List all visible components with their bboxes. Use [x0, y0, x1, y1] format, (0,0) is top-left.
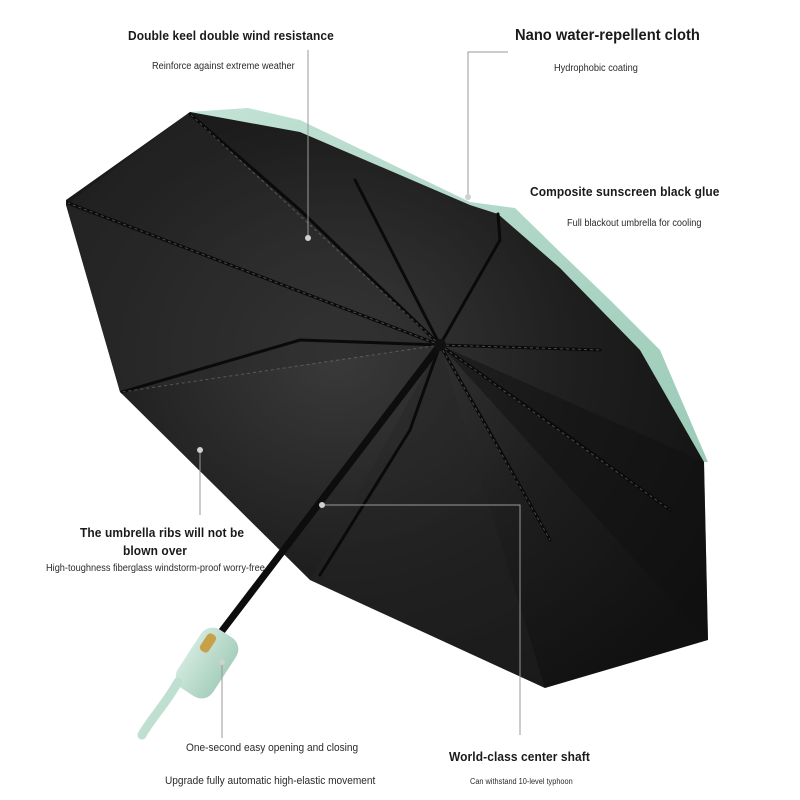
- glue-title: Composite sunscreen black glue: [530, 184, 720, 199]
- keel-subtitle: Reinforce against extreme weather: [152, 61, 295, 72]
- ribs-subtitle: High-toughness fiberglass windstorm-proo…: [46, 563, 265, 574]
- ribs-title-line2: blown over: [123, 543, 188, 558]
- ribs-title-line1: The umbrella ribs will not be: [80, 525, 245, 540]
- glue-subtitle: Full blackout umbrella for cooling: [567, 218, 702, 229]
- cloth-title: Nano water-repellent cloth: [515, 27, 700, 44]
- shaft-title: World-class center shaft: [449, 749, 590, 764]
- opening-title: One-second easy opening and closing: [186, 742, 359, 754]
- opening-subtitle: Upgrade fully automatic high-elastic mov…: [165, 775, 376, 787]
- umbrella-canopy: [66, 112, 708, 688]
- shaft-subtitle: Can withstand 10-level typhoon: [470, 777, 573, 786]
- umbrella-handle: [137, 627, 239, 740]
- keel-title: Double keel double wind resistance: [128, 28, 334, 43]
- cloth-subtitle: Hydrophobic coating: [554, 63, 638, 74]
- center-shaft: [211, 341, 444, 644]
